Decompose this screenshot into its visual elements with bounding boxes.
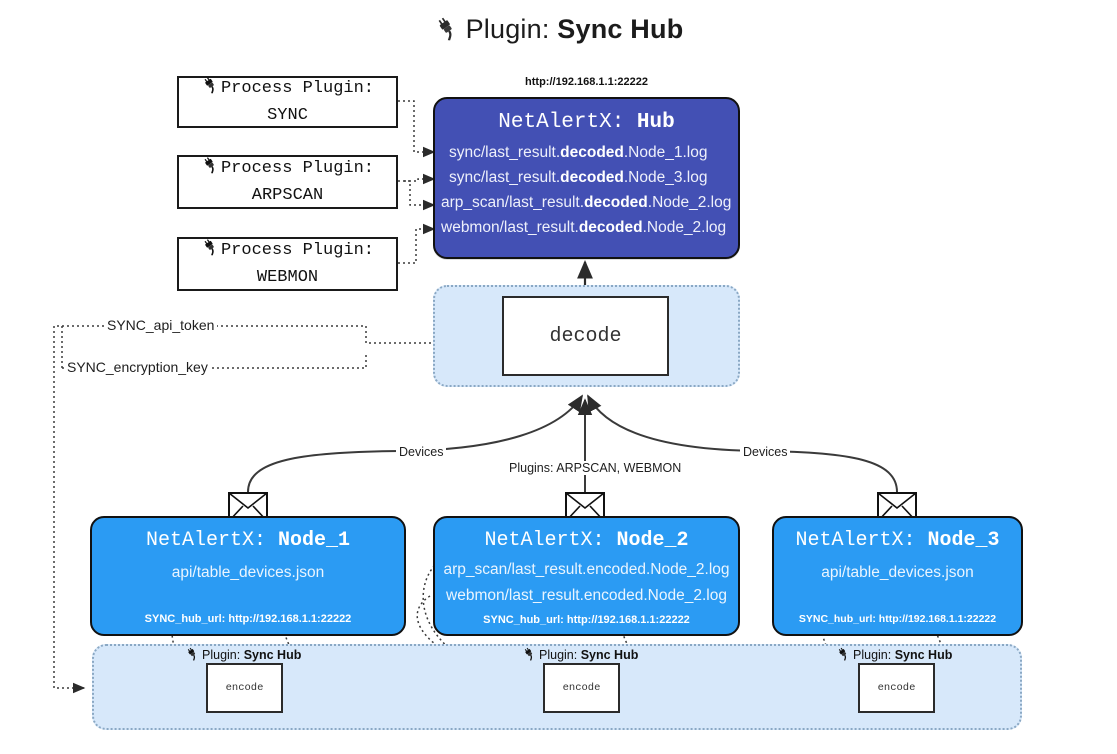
- process-plugin-box-webmon[interactable]: Process Plugin: WEBMON: [177, 237, 398, 291]
- encode-box-3[interactable]: encode: [858, 663, 935, 713]
- process-plugin-line2: WEBMON: [256, 268, 319, 287]
- node-line: arp_scan/last_result.encoded.Node_2.log: [443, 561, 730, 578]
- devices-label-right: Devices: [740, 445, 791, 459]
- node-title: NetAlertX: Node_3: [795, 529, 1000, 552]
- page-title: Plugin: Sync Hub: [0, 14, 1117, 48]
- hub-node[interactable]: NetAlertX: Hub sync/last_result.decoded.…: [433, 97, 740, 259]
- node-footer: SYNC_hub_url: http://192.168.1.1:22222: [483, 614, 690, 627]
- encoder-plugin-label-2: Plugin: Sync Hub: [522, 646, 638, 664]
- encode-box-2[interactable]: encode: [543, 663, 620, 713]
- decode-box[interactable]: decode: [502, 296, 669, 376]
- node-box-node-2[interactable]: NetAlertX: Node_2 arp_scan/last_result.e…: [433, 516, 740, 636]
- plug-icon: [201, 237, 220, 266]
- sync-api-token-label: SYNC_api_token: [104, 317, 218, 333]
- node-line: webmon/last_result.encoded.Node_2.log: [446, 587, 727, 605]
- encode-box-1[interactable]: encode: [206, 663, 283, 713]
- plug-icon: [434, 15, 460, 48]
- node-line: api/table_devices.json: [171, 564, 325, 581]
- devices-label-left: Devices: [396, 445, 447, 459]
- process-plugin-line2: SYNC: [267, 106, 308, 125]
- hub-title: NetAlertX: Hub: [498, 111, 675, 134]
- node-box-node-3[interactable]: NetAlertX: Node_3 api/table_devices.json…: [772, 516, 1023, 636]
- hub-log-line: sync/last_result.decoded.Node_1.log: [449, 144, 708, 161]
- process-plugin-line1: Process Plugin:: [220, 241, 375, 261]
- node-line: api/table_devices.json: [821, 564, 974, 581]
- hub-log-line: sync/last_result.decoded.Node_3.log: [449, 169, 708, 187]
- encode-label: encode: [562, 682, 601, 694]
- plug-icon: [836, 646, 851, 664]
- node-title: NetAlertX: Node_1: [145, 529, 351, 552]
- hub-url-label: http://192.168.1.1:22222: [525, 76, 648, 88]
- plug-icon: [201, 75, 220, 104]
- process-plugin-line1: Process Plugin:: [220, 79, 375, 99]
- encoder-plugin-label-3: Plugin: Sync Hub: [836, 646, 952, 664]
- node-footer: SYNC_hub_url: http://192.168.1.1:22222: [144, 613, 352, 626]
- node-title: NetAlertX: Node_2: [484, 529, 689, 552]
- plug-icon: [522, 646, 537, 664]
- process-plugin-line1: Process Plugin:: [220, 159, 375, 179]
- process-plugin-line2: ARPSCAN: [251, 186, 324, 205]
- process-plugin-box-sync[interactable]: Process Plugin: SYNC: [177, 76, 398, 128]
- page-title-prefix: Plugin:: [465, 14, 558, 44]
- decode-label: decode: [549, 324, 622, 348]
- node-footer: SYNC_hub_url: http://192.168.1.1:22222: [798, 613, 997, 626]
- plug-icon: [201, 155, 220, 184]
- hub-log-line: webmon/last_result.decoded.Node_2.log: [441, 219, 727, 237]
- encoder-plugin-label-1: Plugin: Sync Hub: [185, 646, 301, 664]
- plugins-label-center: Plugins: ARPSCAN, WEBMON: [506, 461, 685, 475]
- encode-label: encode: [877, 682, 916, 694]
- plug-icon: [185, 646, 200, 664]
- hub-log-line: arp_scan/last_result.decoded.Node_2.log: [441, 194, 732, 212]
- process-plugin-box-arpscan[interactable]: Process Plugin: ARPSCAN: [177, 155, 398, 209]
- sync-encryption-key-label: SYNC_encryption_key: [64, 359, 211, 375]
- page-title-name: Sync Hub: [557, 14, 684, 44]
- encode-label: encode: [225, 682, 264, 694]
- node-box-node-1[interactable]: NetAlertX: Node_1 api/table_devices.json…: [90, 516, 406, 636]
